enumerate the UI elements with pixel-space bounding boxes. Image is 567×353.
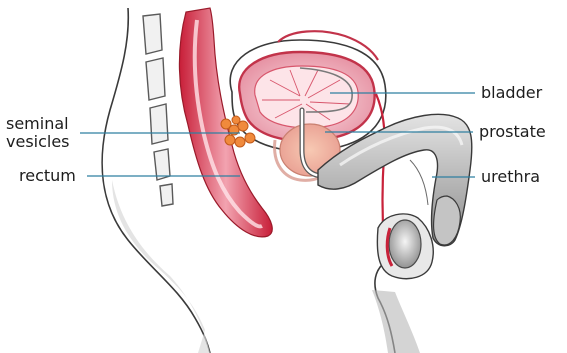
label-seminal-vesicles-line1: seminal — [6, 115, 69, 133]
label-prostate: prostate — [479, 123, 546, 141]
label-rectum: rectum — [19, 167, 76, 185]
label-urethra: urethra — [481, 168, 540, 186]
label-bladder: bladder — [481, 84, 542, 102]
bladder-lumen — [255, 66, 359, 128]
testis-shape — [389, 220, 421, 268]
label-seminal-vesicles-line2: vesicles — [6, 133, 70, 151]
